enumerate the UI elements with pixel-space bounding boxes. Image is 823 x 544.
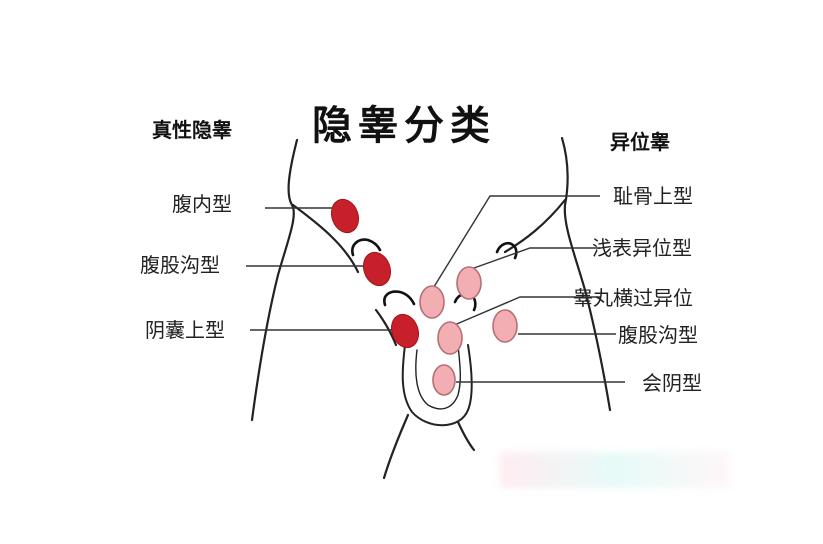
right-inguinal-line — [503, 198, 567, 254]
body-outline — [250, 136, 612, 480]
inguinal-rings — [351, 238, 518, 312]
left-inguinal-line — [291, 203, 360, 274]
label-inguinal: 腹股沟型 — [140, 253, 220, 277]
testis-superficial — [456, 266, 482, 300]
group-true-cryptorchidism: 真性隐睾 — [152, 118, 232, 142]
ectopic-testes — [419, 266, 518, 396]
testis-transverse — [437, 321, 463, 355]
testis-suprascrotal — [390, 313, 420, 349]
right-torso-line — [560, 136, 612, 412]
testis-intra-abdominal — [330, 198, 360, 234]
left-leg-line — [382, 413, 410, 480]
true-testes — [330, 198, 420, 349]
label-transverse-ectopic: 睾丸横过异位 — [573, 286, 693, 310]
label-inguinal-ectopic: 腹股沟型 — [618, 323, 698, 347]
ring-hook-icon — [495, 241, 518, 260]
label-suprascrotal: 阴囊上型 — [145, 318, 225, 342]
left-torso-line — [250, 138, 299, 422]
ring-hook-icon — [383, 290, 416, 307]
ring-hook-icon — [351, 238, 382, 257]
leader-lines — [246, 195, 625, 383]
testis-suprapubic — [419, 285, 445, 319]
scrotum — [401, 344, 473, 427]
label-intra-abdominal: 腹内型 — [172, 192, 232, 216]
right-leg-line — [456, 420, 476, 452]
left-groin-line — [374, 308, 398, 347]
testis-perineal — [432, 364, 456, 396]
page-title: 隐睾分类 — [312, 102, 496, 149]
group-ectopic-testis: 异位睾 — [610, 130, 670, 154]
testis-inguinal-ectopic — [492, 309, 518, 343]
scrotum-inner — [415, 344, 461, 410]
testis-inguinal — [362, 251, 392, 287]
label-suprapubic: 耻骨上型 — [613, 184, 693, 208]
label-perineal: 会阴型 — [642, 371, 702, 395]
background-smudge — [500, 452, 730, 488]
label-superficial-ectopic: 浅表异位型 — [592, 236, 692, 260]
